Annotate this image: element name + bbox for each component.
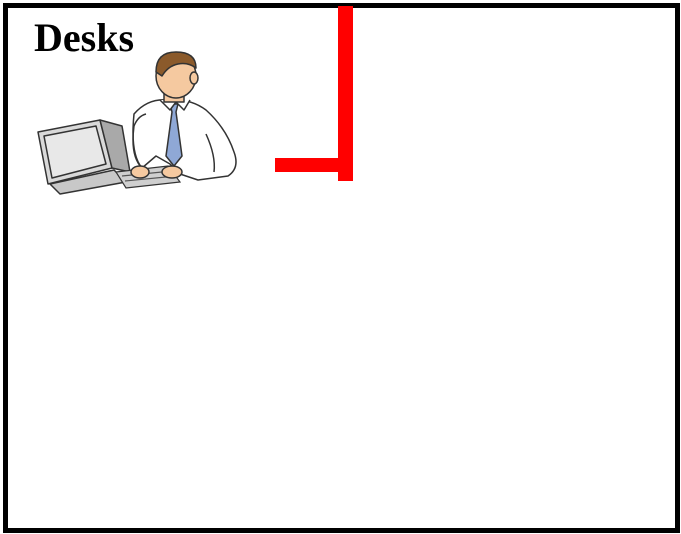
connector-horizontal xyxy=(275,158,353,172)
person-at-computer-icon xyxy=(30,44,245,196)
monitor xyxy=(38,120,130,194)
connector-vertical xyxy=(338,6,353,181)
desks-title: Desks xyxy=(34,14,134,62)
person xyxy=(131,52,236,180)
